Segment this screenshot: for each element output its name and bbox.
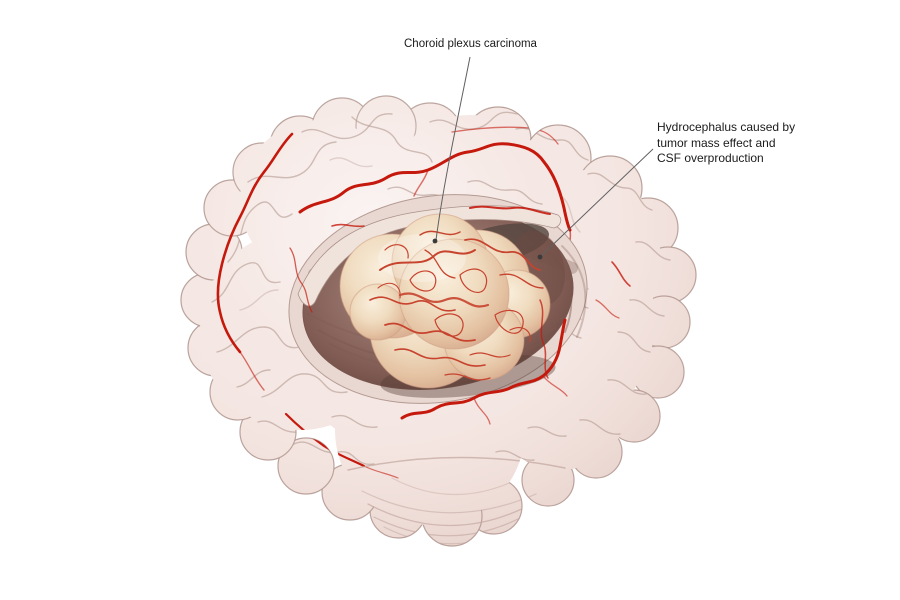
label-choroid-plexus-carcinoma: Choroid plexus carcinoma xyxy=(404,38,537,50)
label-hydrocephalus-line-1: Hydrocephalus caused by xyxy=(657,120,796,134)
tumor-highlight xyxy=(378,234,466,282)
label-hydrocephalus-line-2: tumor mass effect and xyxy=(657,135,776,150)
sulci-lines xyxy=(211,111,671,465)
leader-dot-carcinoma xyxy=(432,238,438,244)
leader-dot-hydrocephalus xyxy=(537,254,543,260)
label-hydrocephalus: Hydrocephalus caused by tumor mass effec… xyxy=(657,120,795,167)
leader-line-hydrocephalus xyxy=(540,148,654,257)
posterior-arteries xyxy=(289,205,631,425)
corpus-callosum-band xyxy=(297,205,562,307)
leader-line-carcinoma xyxy=(435,56,471,241)
tumor-vessels xyxy=(369,230,544,381)
brain xyxy=(180,95,697,547)
tumor-choroid-plexus-carcinoma xyxy=(339,213,556,398)
annotation-leaders xyxy=(432,56,654,260)
tumor-lobules xyxy=(339,213,551,389)
label-hydrocephalus-line-3: CSF overproduction xyxy=(657,151,764,165)
